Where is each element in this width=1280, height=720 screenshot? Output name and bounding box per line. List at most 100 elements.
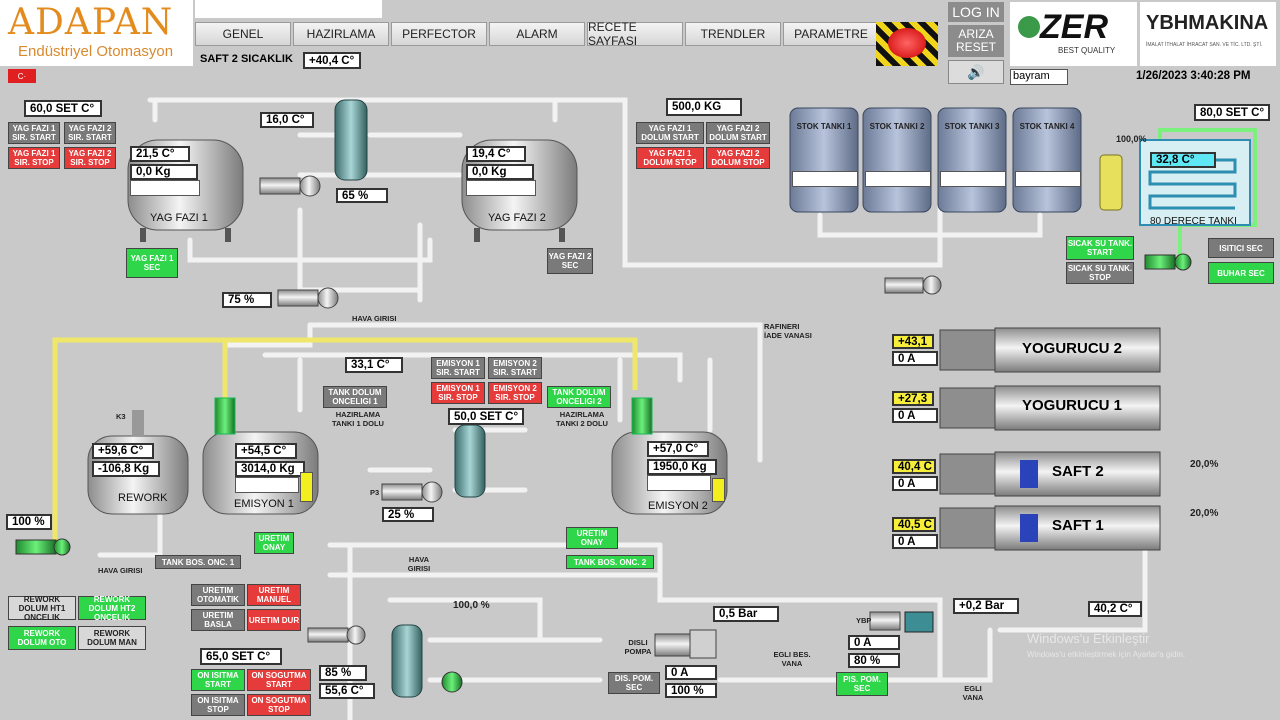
gear-pump-label: DISLI POMPA <box>624 638 652 656</box>
pre-heat-exchanger <box>391 624 423 698</box>
saft2-name: SAFT 2 <box>1052 463 1104 480</box>
emisyon-hx-temp: 33,1 C° <box>345 357 403 373</box>
piston-pump-select-button[interactable]: PIS. POM. SEC <box>836 672 888 696</box>
yag-heat-exchanger <box>334 99 368 181</box>
production-approve-1-button[interactable]: URETIM ONAY <box>254 532 294 554</box>
zer-logo-text: ZER <box>1040 8 1108 46</box>
saft2-temp-label: SAFT 2 SICAKLIK <box>200 53 293 65</box>
tank-fill-priority-2-button[interactable]: TANK DOLUM ONCELIGI 2 <box>547 386 611 408</box>
yag-t1-temp: 21,5 C° <box>130 146 190 162</box>
rework-ht1-priority-button[interactable]: REWORK DOLUM HT1 ONCELIK <box>8 595 76 622</box>
menu-trendler[interactable]: TRENDLER <box>685 22 781 46</box>
dolum-f1-start-button[interactable]: YAG FAZI 1 DOLUM START <box>636 122 704 144</box>
rework-ht2-priority-button[interactable]: REWORK DOLUM HT2 ONCELIK <box>78 595 146 622</box>
emisyon2-start-button[interactable]: EMISYON 2 SIR. START <box>488 357 542 379</box>
saft1-valve-pct: 20,0% <box>1190 508 1219 519</box>
emergency-stop-button[interactable] <box>876 22 938 66</box>
emisyon1-stop-button[interactable]: EMISYON 1 SIR. STOP <box>431 382 485 404</box>
ybh-logo: YBHMAKINA İMALAT İTHALAT İHRACAT SAN. VE… <box>1140 2 1276 66</box>
p3-pump-speed: 25 % <box>382 507 434 522</box>
ybh-logo-subtitle: İMALAT İTHALAT İHRACAT SAN. VE TİC. LTD.… <box>1146 42 1263 48</box>
rework-manual-button[interactable]: REWORK DOLUM MAN <box>78 626 146 650</box>
production-approve-2-button[interactable]: URETIM ONAY <box>566 527 618 549</box>
hot-tank-setpoint[interactable]: 80,0 SET C° <box>1194 104 1270 121</box>
login-button[interactable]: LOG IN <box>948 2 1004 22</box>
votator-units <box>939 327 1161 551</box>
production-start-button[interactable]: URETIM BASLA <box>191 609 245 631</box>
yag-air-inlet-label: HAVA GIRISI <box>352 314 397 323</box>
yogurucu1-name: YOGURUCU 1 <box>1022 397 1123 414</box>
yag-fazi1-select-button[interactable]: YAG FAZI 1 SEC <box>126 248 178 278</box>
dolum-weight-setpoint[interactable]: 500,0 KG <box>666 98 742 116</box>
emisyon1-status-field <box>235 477 299 493</box>
emisyon1-name: EMISYON 1 <box>234 498 294 510</box>
production-stop-button[interactable]: URETIM DUR <box>247 609 301 631</box>
yogurucu1-current: 0 A <box>892 408 938 423</box>
user-field[interactable]: bayram <box>1010 69 1068 85</box>
yogurucu2-name: YOGURUCU 2 <box>1022 340 1123 357</box>
gear-pump-select-button[interactable]: DIS. POM. SEC <box>608 672 660 694</box>
zer-logo: ZER BEST QUALITY <box>1010 2 1137 66</box>
yag-t2-status-field <box>466 180 536 196</box>
preheat-start-button[interactable]: ON ISITMA START <box>191 669 245 691</box>
preheat-stop-button[interactable]: ON ISITMA STOP <box>191 694 245 716</box>
yag-pump <box>259 175 321 197</box>
fault-reset-button[interactable]: ARIZA RESET <box>948 25 1004 57</box>
emisyon2-level-bar <box>712 478 725 502</box>
yag-hx-temp: 16,0 C° <box>260 112 314 128</box>
production-auto-button[interactable]: URETIM OTOMATIK <box>191 584 245 606</box>
horn-button[interactable]: 🔊 <box>948 60 1004 84</box>
language-flag[interactable]: C· <box>8 69 36 83</box>
yogurucu1-temp: +27,3 <box>892 391 934 406</box>
preheat-setpoint[interactable]: 65,0 SET C° <box>200 648 282 665</box>
globe-icon <box>1018 16 1040 38</box>
menu-alarm[interactable]: ALARM <box>489 22 585 46</box>
hot-water-stop-button[interactable]: SICAK SU TANK. STOP <box>1066 262 1134 284</box>
yag-fazi2-select-button[interactable]: YAG FAZI 2 SEC <box>547 248 593 274</box>
dolum-f2-stop-button[interactable]: YAG FAZI 2 DOLUM STOP <box>706 147 770 169</box>
heater-select-button[interactable]: ISITICI SEC <box>1208 238 1274 258</box>
preheat-valve-pct: 100,0 % <box>453 600 490 611</box>
precool-start-button[interactable]: ON SOGUTMA START <box>247 669 311 691</box>
yag-f2-stop-button[interactable]: YAG FAZI 2 SIR. STOP <box>64 147 116 169</box>
yag-t1-weight: 0,0 Kg <box>130 164 198 180</box>
rework-pump-speed: 100 % <box>6 514 52 530</box>
emisyon1-weight: 3014,0 Kg <box>235 461 305 477</box>
gear-pump-current: 0 A <box>665 665 717 680</box>
production-manual-button[interactable]: URETIM MANUEL <box>247 584 301 606</box>
menu-genel[interactable]: GENEL <box>195 22 291 46</box>
tank-empty-priority-2-button[interactable]: TANK BOS. ONC. 2 <box>566 555 654 569</box>
dolum-f1-stop-button[interactable]: YAG FAZI 1 DOLUM STOP <box>636 147 704 169</box>
menu-perfector[interactable]: PERFECTOR <box>391 22 487 46</box>
hot-water-start-button[interactable]: SICAK SU TANK. START <box>1066 236 1134 260</box>
hot-water-pump <box>1144 253 1192 271</box>
yag-f1-start-button[interactable]: YAG FAZI 1 SIR. START <box>8 122 60 144</box>
ybh-logo-text: YBHMAKINA <box>1146 12 1269 34</box>
stock-tank-1-field <box>792 171 858 187</box>
emisyon-air-inlet-label: HAVA GIRISI <box>407 555 431 573</box>
menu-parametre[interactable]: PARAMETRE <box>783 22 879 46</box>
emisyon-hx-setpoint[interactable]: 50,0 SET C° <box>448 408 524 425</box>
tank-empty-priority-1-button[interactable]: TANK BOS. ONC. 1 <box>155 555 241 569</box>
rework-auto-button[interactable]: REWORK DOLUM OTO <box>8 626 76 650</box>
piston-pump <box>869 611 934 633</box>
stock-tank-4-field <box>1015 171 1081 187</box>
emisyon1-start-button[interactable]: EMISYON 1 SIR. START <box>431 357 485 379</box>
stock-tank-1-label: STOK TANKI 1 <box>796 122 852 131</box>
saft2-current: 0 A <box>892 476 938 491</box>
tank-fill-priority-1-button[interactable]: TANK DOLUM ONCELIGI 1 <box>323 386 387 408</box>
yellow-pipe <box>52 337 638 545</box>
adapan-logo-text: ADAPAN <box>8 2 174 43</box>
steam-select-button[interactable]: BUHAR SEC <box>1208 262 1274 284</box>
menu-recete[interactable]: RECETE SAYFASI <box>587 20 683 48</box>
emergency-stop-icon <box>888 28 926 58</box>
yag-f2-start-button[interactable]: YAG FAZI 2 SIR. START <box>64 122 116 144</box>
emisyon2-stop-button[interactable]: EMISYON 2 SIR. STOP <box>488 382 542 404</box>
menu-hazirlama[interactable]: HAZIRLAMA <box>293 22 389 46</box>
stock-tank-4-label: STOK TANKI 4 <box>1019 122 1075 131</box>
yag-setpoint[interactable]: 60,0 SET C° <box>24 100 102 117</box>
output-temp: 40,2 C° <box>1088 601 1142 617</box>
precool-stop-button[interactable]: ON SOGUTMA STOP <box>247 694 311 716</box>
dolum-f2-start-button[interactable]: YAG FAZI 2 DOLUM START <box>706 122 770 144</box>
yag-f1-stop-button[interactable]: YAG FAZI 1 SIR. STOP <box>8 147 60 169</box>
